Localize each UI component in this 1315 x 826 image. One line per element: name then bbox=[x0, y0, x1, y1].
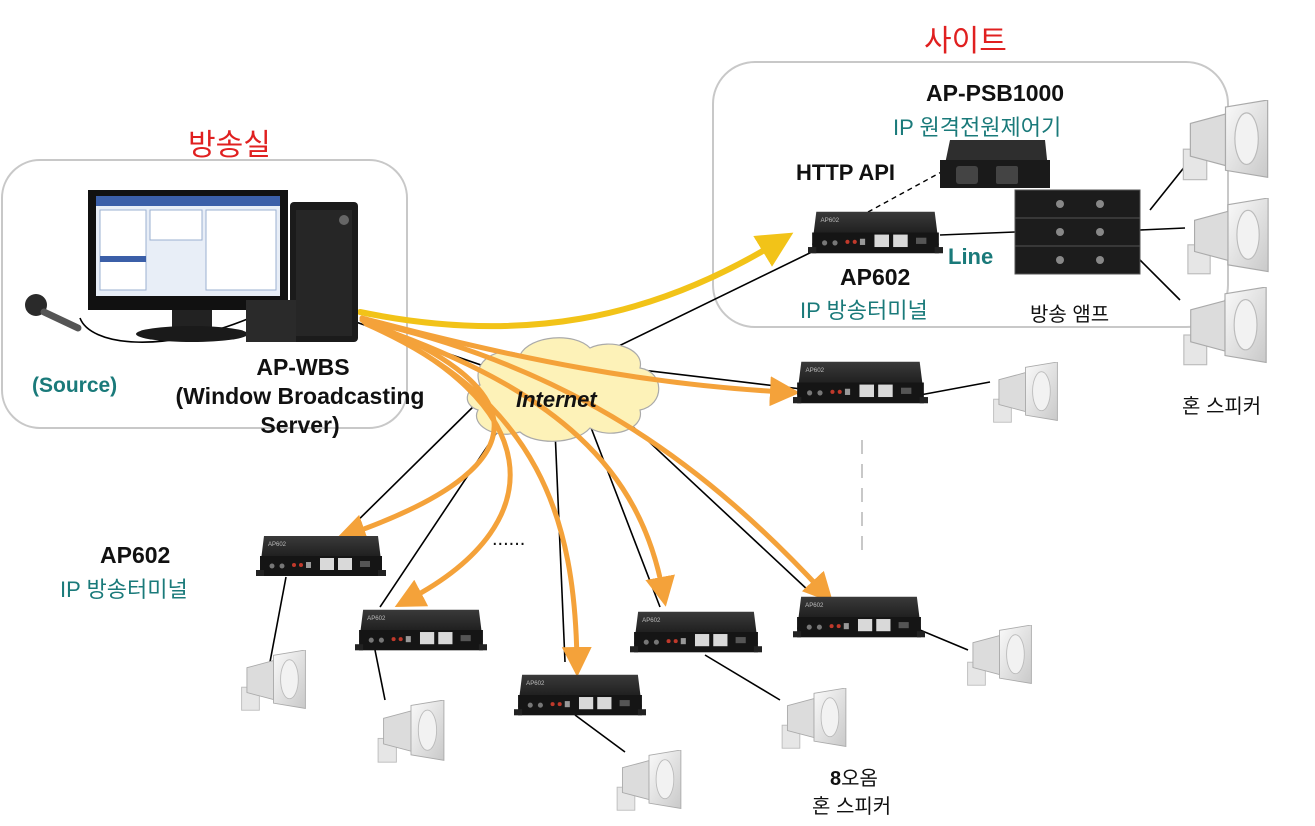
terminal-1 bbox=[256, 536, 386, 576]
broadcast-amps bbox=[1014, 189, 1141, 275]
psb-desc-text: IP 원격전원제어기 bbox=[893, 115, 1062, 140]
site-terminal-desc: IP 방송터미널 bbox=[800, 298, 928, 323]
horn-speaker-r1 bbox=[1182, 100, 1269, 181]
studio-title: 방송실 bbox=[188, 129, 271, 162]
ohm-unit: 오옴 bbox=[841, 768, 878, 790]
server-sub1: (Window Broadcasting bbox=[175, 383, 425, 409]
horn-speaker-5 bbox=[967, 625, 1032, 686]
horn-speaker-2 bbox=[377, 700, 445, 763]
horn-label-bottom: 혼 스피커 bbox=[812, 796, 892, 818]
amp-label: 방송 앰프 bbox=[1030, 304, 1110, 326]
server-pc bbox=[88, 190, 358, 342]
server-title: AP-WBS bbox=[256, 354, 350, 380]
horn-speaker-1 bbox=[241, 650, 306, 711]
site-box bbox=[712, 61, 1229, 328]
studio-box bbox=[1, 159, 408, 429]
terminal-2 bbox=[355, 609, 487, 651]
left-terminal-model: AP602 bbox=[100, 542, 171, 568]
left-terminal-desc: IP 방송터미널 bbox=[60, 577, 188, 602]
terminal-site bbox=[808, 211, 943, 254]
ohm-label: 8오옴 bbox=[830, 762, 878, 791]
horn-speaker-r3 bbox=[1183, 287, 1267, 366]
internet-label: Internet bbox=[516, 387, 597, 412]
horn-speaker-r2 bbox=[1187, 198, 1269, 275]
power-controller bbox=[940, 140, 1050, 188]
horn-speaker-mid bbox=[993, 362, 1058, 423]
terminal-5 bbox=[793, 596, 925, 638]
horn-label-right: 혼 스피커 bbox=[1182, 396, 1262, 418]
site-terminal-model: AP602 bbox=[840, 264, 911, 290]
terminal-4 bbox=[630, 611, 762, 653]
stream-arrow-site bbox=[357, 232, 794, 330]
ohm-value: 8 bbox=[830, 768, 842, 790]
line-label: Line bbox=[948, 244, 994, 269]
microphone bbox=[25, 294, 82, 332]
site-title: 사이트 bbox=[924, 25, 1007, 58]
horn-speaker-3 bbox=[616, 750, 682, 811]
terminal-3 bbox=[514, 674, 646, 716]
terminal-right bbox=[793, 361, 928, 404]
psb-model-label: AP-PSB1000 bbox=[926, 80, 1065, 106]
source-label: (Source) bbox=[32, 374, 118, 397]
ellipsis-mark: ...... bbox=[492, 528, 526, 550]
stream-arrows bbox=[335, 315, 834, 677]
server-sub2: Server) bbox=[260, 412, 340, 438]
psb-desc-label: IP 원격전원제어기 bbox=[893, 110, 1061, 142]
horn-speaker-4 bbox=[781, 688, 847, 749]
http-api-label: HTTP API bbox=[796, 160, 896, 185]
